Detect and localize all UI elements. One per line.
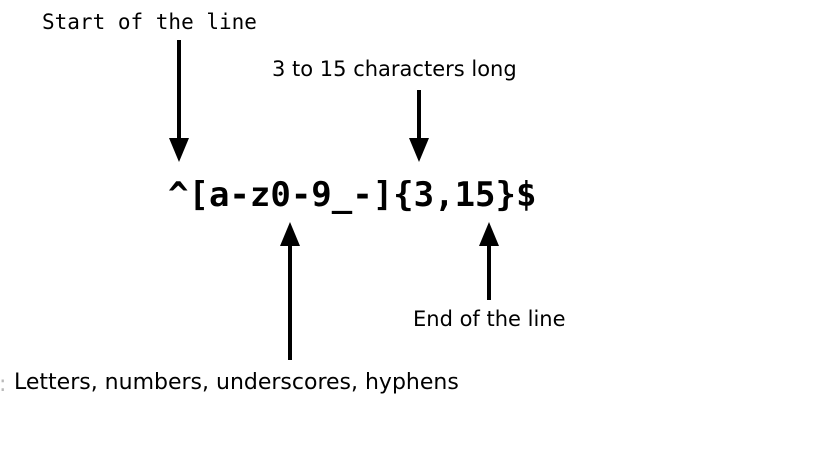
annotation-label-start-of-line: Start of the line	[42, 10, 257, 34]
arrow-allowed-characters-icon	[279, 220, 301, 362]
annotation-label-length-range: 3 to 15 characters long	[272, 57, 517, 81]
arrow-length-range-icon	[408, 88, 430, 164]
regex-pattern-text: ^[a-z0-9_-]{3,15}$	[168, 175, 537, 215]
annotation-label-end-of-line: End of the line	[413, 307, 566, 331]
arrow-end-of-line-icon	[478, 220, 500, 302]
annotation-label-allowed-characters: Letters, numbers, underscores, hyphens	[14, 370, 459, 395]
arrow-start-of-line-icon	[168, 38, 190, 164]
clipped-glyph-fragment: :	[0, 374, 6, 396]
